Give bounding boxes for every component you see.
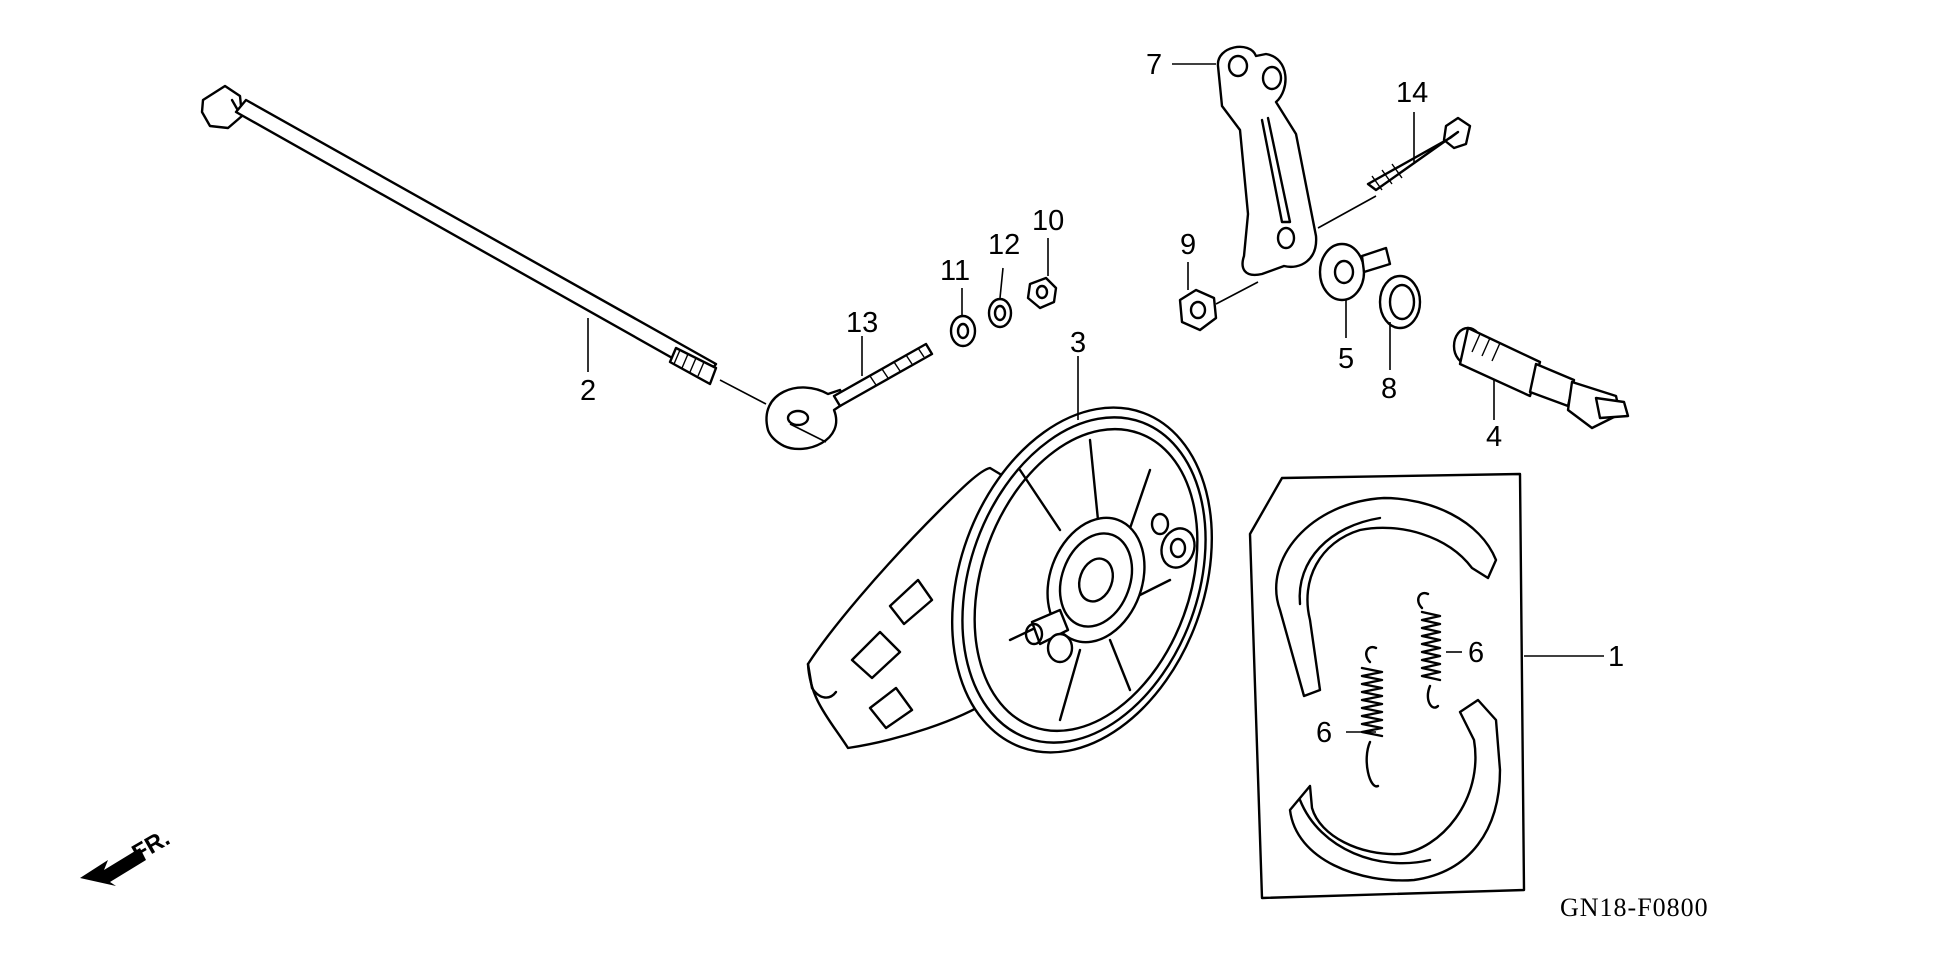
lock-washer <box>987 297 1013 329</box>
callout-12: 12 <box>988 229 1020 261</box>
callout-11: 11 <box>940 255 970 287</box>
callout-8: 8 <box>1381 373 1397 405</box>
leader-lines <box>587 63 1604 733</box>
figure-code: GN18-F0800 <box>1560 893 1709 922</box>
rear-axle <box>200 84 767 405</box>
callout-5: 5 <box>1338 343 1354 375</box>
return-spring-lower <box>1360 645 1384 788</box>
brake-arm <box>1216 45 1377 277</box>
brake-shoe-set <box>1248 472 1526 900</box>
callout-1: 1 <box>1608 641 1624 673</box>
adjuster-bolt <box>765 342 934 451</box>
washer <box>949 314 977 348</box>
felt-seal <box>1378 274 1422 330</box>
arm-nut <box>1178 281 1259 332</box>
callout-labels: 1 2 3 4 5 6 6 7 8 9 10 11 12 13 14 <box>580 49 1624 749</box>
front-direction-indicator: FR. <box>80 824 174 886</box>
callout-4: 4 <box>1486 421 1502 453</box>
callout-6-lower: 6 <box>1316 717 1332 749</box>
callout-3: 3 <box>1070 327 1086 359</box>
callout-14: 14 <box>1396 77 1428 109</box>
brake-panel <box>806 406 1214 754</box>
callout-9: 9 <box>1180 229 1196 261</box>
callout-6-upper: 6 <box>1468 637 1484 669</box>
callout-10: 10 <box>1032 205 1064 237</box>
brake-cam <box>1452 326 1630 430</box>
callout-13: 13 <box>846 307 878 339</box>
adjuster-nut <box>1026 276 1058 310</box>
arm-bolt <box>1366 116 1472 192</box>
arrow-left-down-icon <box>80 848 146 886</box>
callout-7: 7 <box>1146 49 1162 81</box>
return-spring-upper <box>1417 591 1442 709</box>
callout-2: 2 <box>580 375 596 407</box>
wear-indicator-plate <box>1318 242 1392 302</box>
